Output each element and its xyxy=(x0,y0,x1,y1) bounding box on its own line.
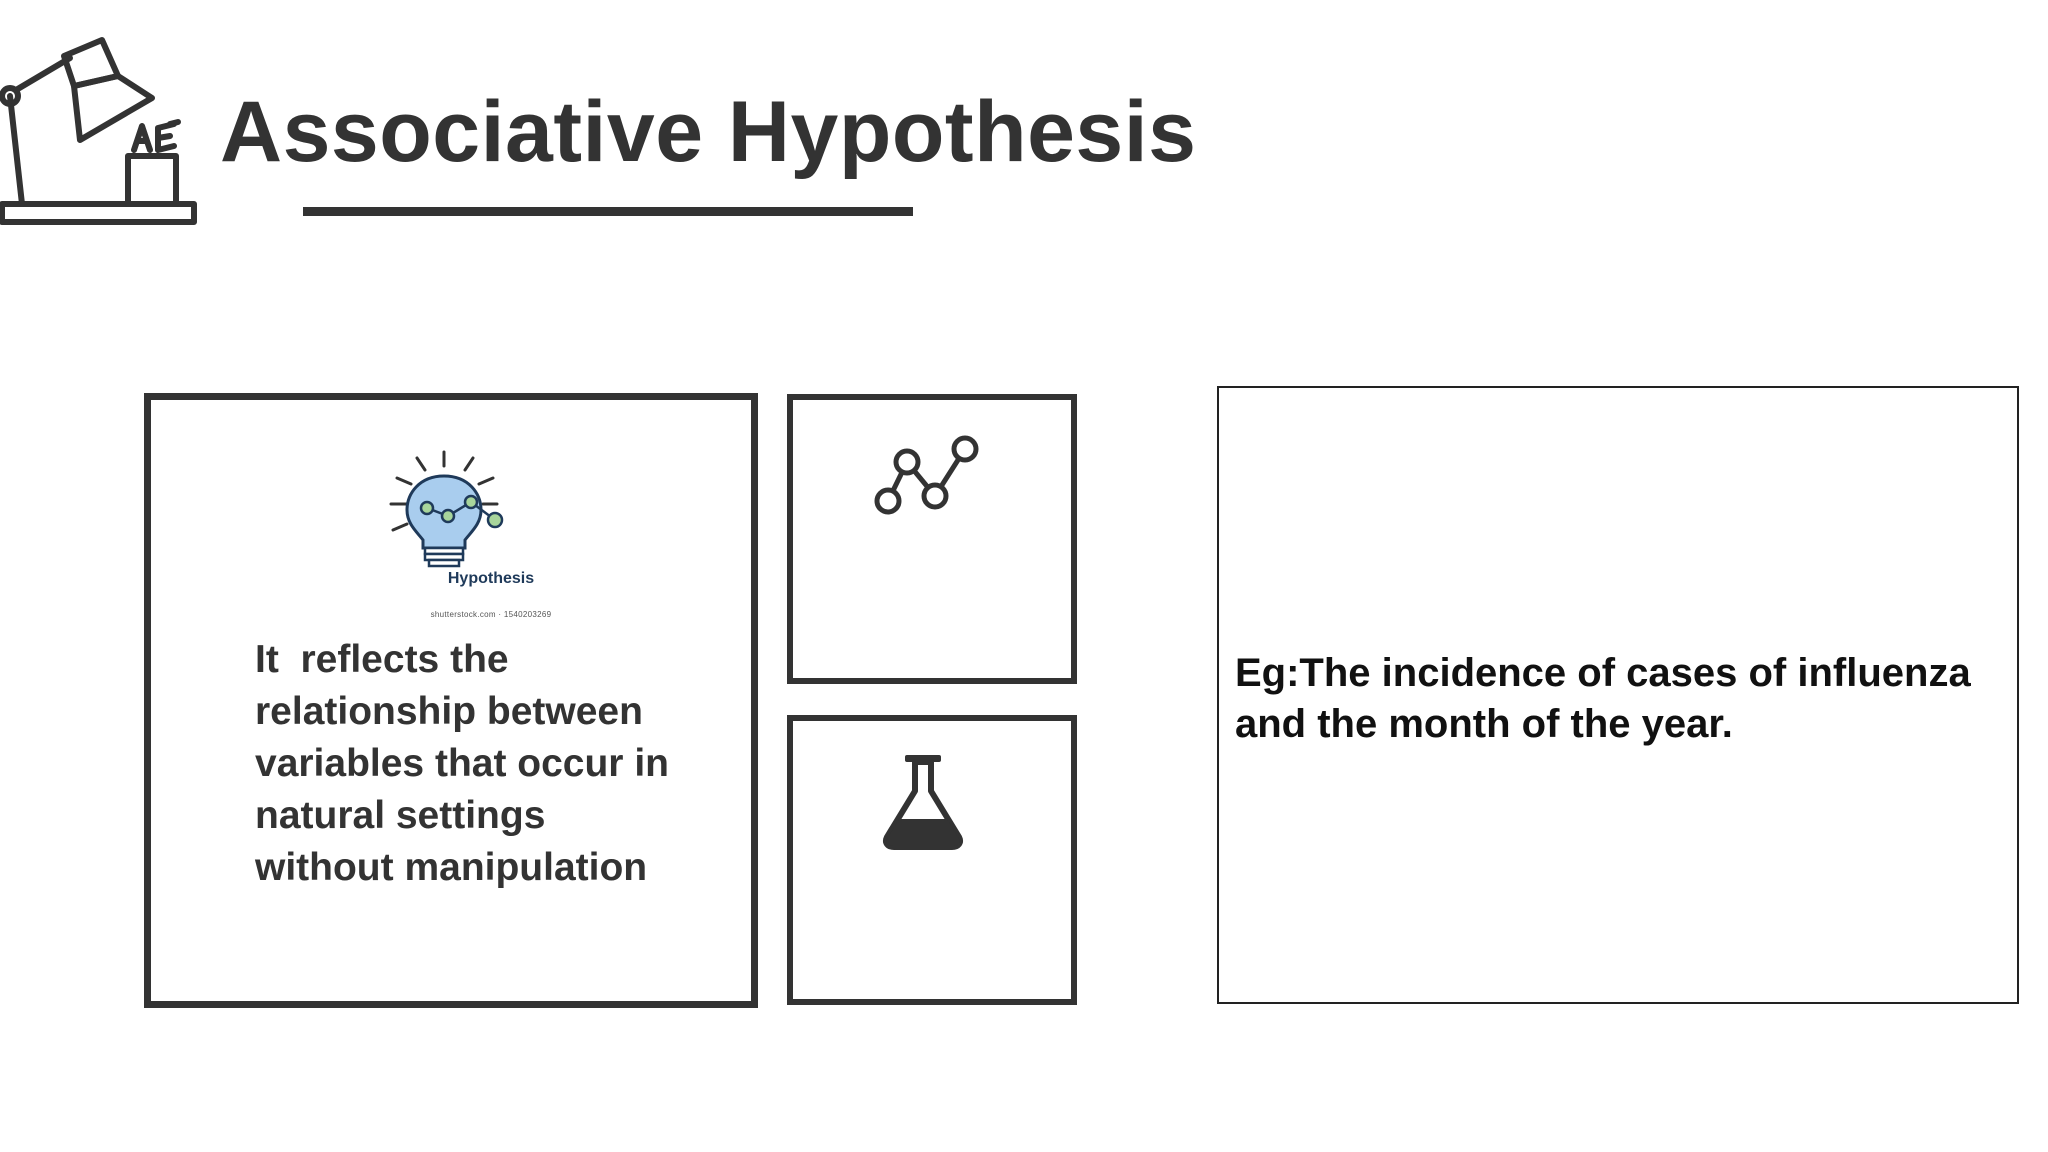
flask-icon xyxy=(883,755,963,850)
lightbulb-network-icon xyxy=(389,450,504,568)
slide-title: Associative Hypothesis xyxy=(220,84,1197,180)
image-caption: Hypothesis xyxy=(447,570,535,587)
flask-icon-card xyxy=(787,715,1077,1005)
hypothesis-image: Hypothesis shutterstock.com · 1540203269 xyxy=(371,444,611,624)
definition-text: It reflects the relationship between var… xyxy=(255,638,680,889)
title-underline xyxy=(303,207,913,216)
desk-lamp-icon xyxy=(0,37,197,225)
example-card: Eg:The incidence of cases of influenza a… xyxy=(1217,386,2019,1004)
example-text: Eg:The incidence of cases of influenza a… xyxy=(1235,651,1971,746)
line-graph-icon xyxy=(874,435,979,515)
graph-icon-card xyxy=(787,394,1077,684)
definition-card: Hypothesis shutterstock.com · 1540203269… xyxy=(144,393,758,1008)
image-watermark: shutterstock.com · 1540203269 xyxy=(430,610,552,619)
